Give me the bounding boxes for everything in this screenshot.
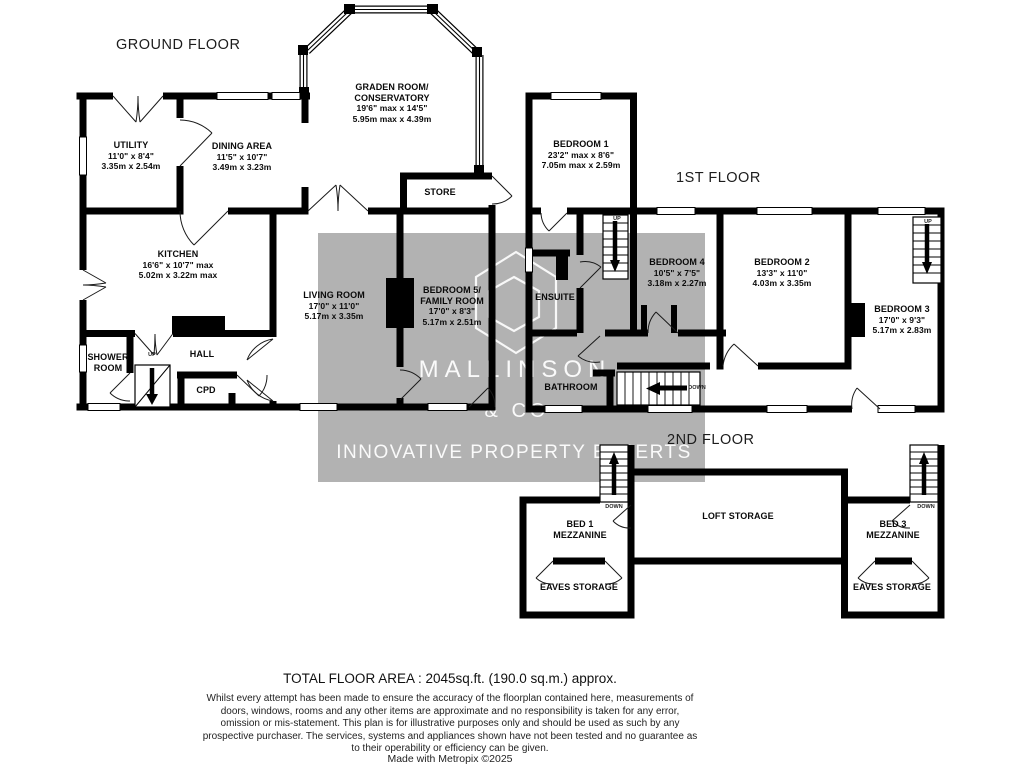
room-size-ft: 11'5" x 10'7" (216, 151, 268, 162)
room-name: DINING AREA (211, 141, 273, 151)
stairs-down-label-second-left: DOWN (605, 504, 623, 510)
room-name: BED 3 MEZZANINE (866, 519, 920, 540)
room-size-ft: 10'5" x 7'5" (653, 267, 701, 278)
room-label-kitchen: KITCHEN 16'6" x 10'7" max 5.02m x 3.22m … (108, 249, 248, 281)
room-size-m: 5.02m x 3.22m max (138, 270, 218, 280)
room-name: BEDROOM 4 (649, 257, 705, 267)
room-size-m: 5.95m max x 4.39m (352, 113, 432, 124)
watermark-brand-name: MALLINSON (418, 356, 612, 383)
room-label-bedroom2: BEDROOM 2 13'3" x 11'0" 4.03m x 3.35m (722, 257, 842, 289)
room-label-bedroom5: BEDROOM 5/ FAMILY ROOM 17'0" x 8'3" 5.17… (392, 285, 512, 327)
disclaimer-text: Whilst every attempt has been made to en… (202, 693, 698, 755)
room-name: BEDROOM 2 (754, 257, 810, 267)
room-size-ft: 16'6" x 10'7" max (142, 259, 214, 270)
room-label-dining: DINING AREA 11'5" x 10'7" 3.49m x 3.23m (182, 141, 302, 173)
room-name: BEDROOM 1 (553, 139, 609, 149)
room-name: ENSUITE (535, 292, 575, 302)
room-name: LIVING ROOM (303, 290, 365, 300)
stairs-up-label-first-right: UP (924, 219, 932, 225)
ground-floor-walls (76, 92, 496, 411)
room-size-m: 4.03m x 3.35m (752, 278, 812, 288)
second-floor-walls (519, 445, 945, 619)
room-label-eaves-storage-right: EAVES STORAGE (832, 582, 952, 593)
room-label-eaves-storage-left: EAVES STORAGE (519, 582, 639, 593)
room-size-m: 3.18m x 2.27m (647, 278, 707, 288)
room-label-conservatory: GRADEN ROOM/ CONSERVATORY 19'6" max x 14… (322, 82, 462, 124)
room-size-ft: 17'0" x 9'3" (878, 314, 926, 325)
room-label-bedroom1: BEDROOM 1 23'2" max x 8'6" 7.05m max x 2… (521, 139, 641, 171)
room-size-m: 5.17m x 2.51m (422, 316, 482, 327)
first-floor-windows (525, 92, 926, 413)
room-label-bed1-mezzanine: BED 1 MEZZANINE (530, 519, 630, 540)
room-label-bed3-mezzanine: BED 3 MEZZANINE (843, 519, 943, 540)
room-label-hall: HALL (172, 349, 232, 360)
room-size-ft: 17'0" x 8'3" (428, 306, 476, 316)
room-name: LOFT STORAGE (702, 511, 774, 521)
room-label-cpd: CPD (186, 385, 226, 396)
room-label-living-room: LIVING ROOM 17'0" x 11'0" 5.17m x 3.35m (274, 290, 394, 322)
room-size-m: 3.35m x 2.54m (101, 161, 161, 171)
conservatory-glazed-walls (298, 4, 484, 175)
room-size-ft: 13'3" x 11'0" (756, 267, 808, 278)
first-floor-stairs-right (912, 216, 942, 284)
second-floor-doors (535, 504, 930, 585)
room-size-ft: 19'6" max x 14'5" (356, 103, 428, 113)
hall-staircase (134, 364, 171, 408)
first-floor-stairs-left (602, 214, 629, 280)
room-name: BEDROOM 5/ FAMILY ROOM (420, 285, 484, 306)
stairs-down-label-second-right: DOWN (917, 504, 935, 510)
room-size-m: 5.17m x 3.35m (304, 311, 364, 321)
room-name: EAVES STORAGE (540, 582, 618, 592)
room-size-m: 7.05m max x 2.59m (541, 160, 621, 170)
second-floor-stairs-left (599, 444, 629, 503)
room-name: HALL (189, 349, 215, 359)
room-name: CPD (196, 385, 216, 395)
room-label-store: STORE (410, 187, 470, 198)
room-label-loft-storage: LOFT STORAGE (678, 511, 798, 522)
room-size-ft: 17'0" x 11'0" (308, 300, 360, 311)
room-name: SHOWER ROOM (87, 352, 129, 373)
room-name: KITCHEN (157, 249, 199, 259)
room-name: EAVES STORAGE (853, 582, 931, 592)
ground-floor-windows (79, 92, 468, 411)
first-floor-doors (540, 212, 881, 410)
room-label-ensuite: ENSUITE (525, 292, 585, 303)
room-size-ft: 11'0" x 8'4" (108, 150, 154, 161)
room-name: BEDROOM 3 (874, 304, 930, 314)
room-name: BATHROOM (544, 382, 598, 392)
second-floor-stairs-right (909, 444, 939, 503)
room-name: STORE (424, 187, 456, 197)
room-label-shower-room: SHOWER ROOM (78, 352, 138, 373)
room-name: BED 1 MEZZANINE (553, 519, 607, 540)
floor-title-ground: GROUND FLOOR (116, 37, 241, 53)
room-label-utility: UTILITY 11'0" x 8'4" 3.35m x 2.54m (71, 140, 191, 172)
room-size-m: 5.17m x 2.83m (872, 325, 932, 335)
room-name: GRADEN ROOM/ CONSERVATORY (354, 82, 430, 103)
floor-title-second: 2ND FLOOR (667, 432, 755, 448)
stairs-up-label-first-left: UP (613, 216, 621, 222)
stairs-down-label-bathroom: DOWN (688, 385, 706, 391)
room-label-bedroom4: BEDROOM 4 10'5" x 7'5" 3.18m x 2.27m (617, 257, 737, 289)
watermark-background (318, 233, 705, 482)
ground-floor-doors (82, 95, 513, 408)
room-size-ft: 23'2" max x 8'6" (547, 149, 615, 160)
metropix-credit: Made with Metropix ©2025 (387, 753, 513, 765)
bathroom-stairs-down (616, 371, 701, 406)
floor-title-first: 1ST FLOOR (676, 170, 761, 186)
room-label-bedroom3: BEDROOM 3 17'0" x 9'3" 5.17m x 2.83m (842, 304, 962, 336)
room-size-m: 3.49m x 3.23m (212, 162, 272, 172)
stairs-up-label-hall: UP (148, 352, 156, 358)
room-label-bathroom: BATHROOM (531, 382, 611, 393)
total-floor-area: TOTAL FLOOR AREA : 2045sq.ft. (190.0 sq.… (283, 671, 617, 686)
room-name: UTILITY (113, 140, 149, 150)
